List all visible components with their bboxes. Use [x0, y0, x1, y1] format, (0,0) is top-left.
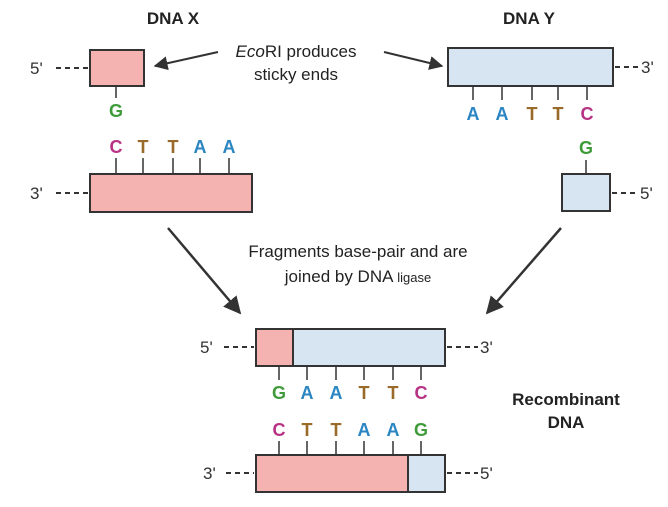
- x-bottom-base: A: [223, 137, 236, 157]
- enzyme-name-italic: Eco: [236, 42, 265, 61]
- dna-y-bottom-strand: [561, 173, 611, 212]
- rec-top-base: T: [359, 383, 370, 403]
- x-bottom-base: T: [168, 137, 179, 157]
- rec-bottom-base: C: [273, 420, 286, 440]
- rec-top-dna-x-segment: [255, 328, 294, 367]
- rec-top-dna-y-segment: [292, 328, 446, 367]
- rec-bottom-dna-x-segment: [255, 454, 409, 493]
- rec-bottom-base: A: [387, 420, 400, 440]
- recombinant-label-line2: DNA: [548, 413, 585, 432]
- dna-y-top-strand: [447, 47, 614, 87]
- dna-x-title: DNA X: [147, 9, 200, 28]
- join-text-line2: joined by DNA ligase: [284, 267, 431, 286]
- join-text-ligase: ligase: [397, 270, 431, 285]
- rec-top-base: C: [415, 383, 428, 403]
- x-bottom-base: A: [194, 137, 207, 157]
- join-arrow-left: [167, 227, 242, 315]
- x-bottom-three-prime-label: 3': [30, 184, 43, 203]
- recombinant-label-line1: Recombinant: [512, 390, 620, 409]
- y-top-three-prime-label: 3': [641, 58, 654, 77]
- dna-y-title: DNA Y: [503, 9, 556, 28]
- x-bottom-base: C: [110, 137, 123, 157]
- rec-top-base: T: [388, 383, 399, 403]
- y-top-base: T: [553, 104, 564, 124]
- y-top-base: A: [496, 104, 509, 124]
- rec-bottom-base: A: [358, 420, 371, 440]
- y-bottom-five-prime-label: 5': [640, 184, 653, 203]
- y-top-base: A: [467, 104, 480, 124]
- rec-top-base: A: [330, 383, 343, 403]
- rec-bottom-dna-y-segment: [407, 454, 446, 493]
- rec-bottom-base: T: [302, 420, 313, 440]
- x-top-base: G: [109, 101, 123, 121]
- annotation-arrow-right: [383, 51, 444, 70]
- dna-x-top-strand: [89, 49, 145, 87]
- y-top-base: T: [527, 104, 538, 124]
- join-text-line1: Fragments base-pair and are: [248, 242, 467, 261]
- annotation-arrow-left: [153, 51, 219, 71]
- join-text-main: joined by DNA: [284, 267, 397, 286]
- dna-x-bottom-strand: [89, 173, 253, 213]
- x-top-five-prime-label: 5': [30, 59, 43, 78]
- rec-bottom-three-prime-label: 3': [203, 464, 216, 483]
- rec-top-base: A: [301, 383, 314, 403]
- y-top-base: C: [581, 104, 594, 124]
- enzyme-name-rest: RI produces: [265, 42, 357, 61]
- rec-top-three-prime-label: 3': [480, 338, 493, 357]
- y-bottom-base: G: [579, 138, 593, 158]
- rec-bottom-five-prime-label: 5': [480, 464, 493, 483]
- rec-top-base: G: [272, 383, 286, 403]
- rec-bottom-base: G: [414, 420, 428, 440]
- rec-top-five-prime-label: 5': [200, 338, 213, 357]
- x-bottom-base: T: [138, 137, 149, 157]
- enzyme-annotation-line2: sticky ends: [254, 65, 338, 84]
- enzyme-annotation-line1: EcoRI produces: [236, 42, 357, 61]
- rec-bottom-base: T: [331, 420, 342, 440]
- join-arrow-right: [485, 227, 562, 315]
